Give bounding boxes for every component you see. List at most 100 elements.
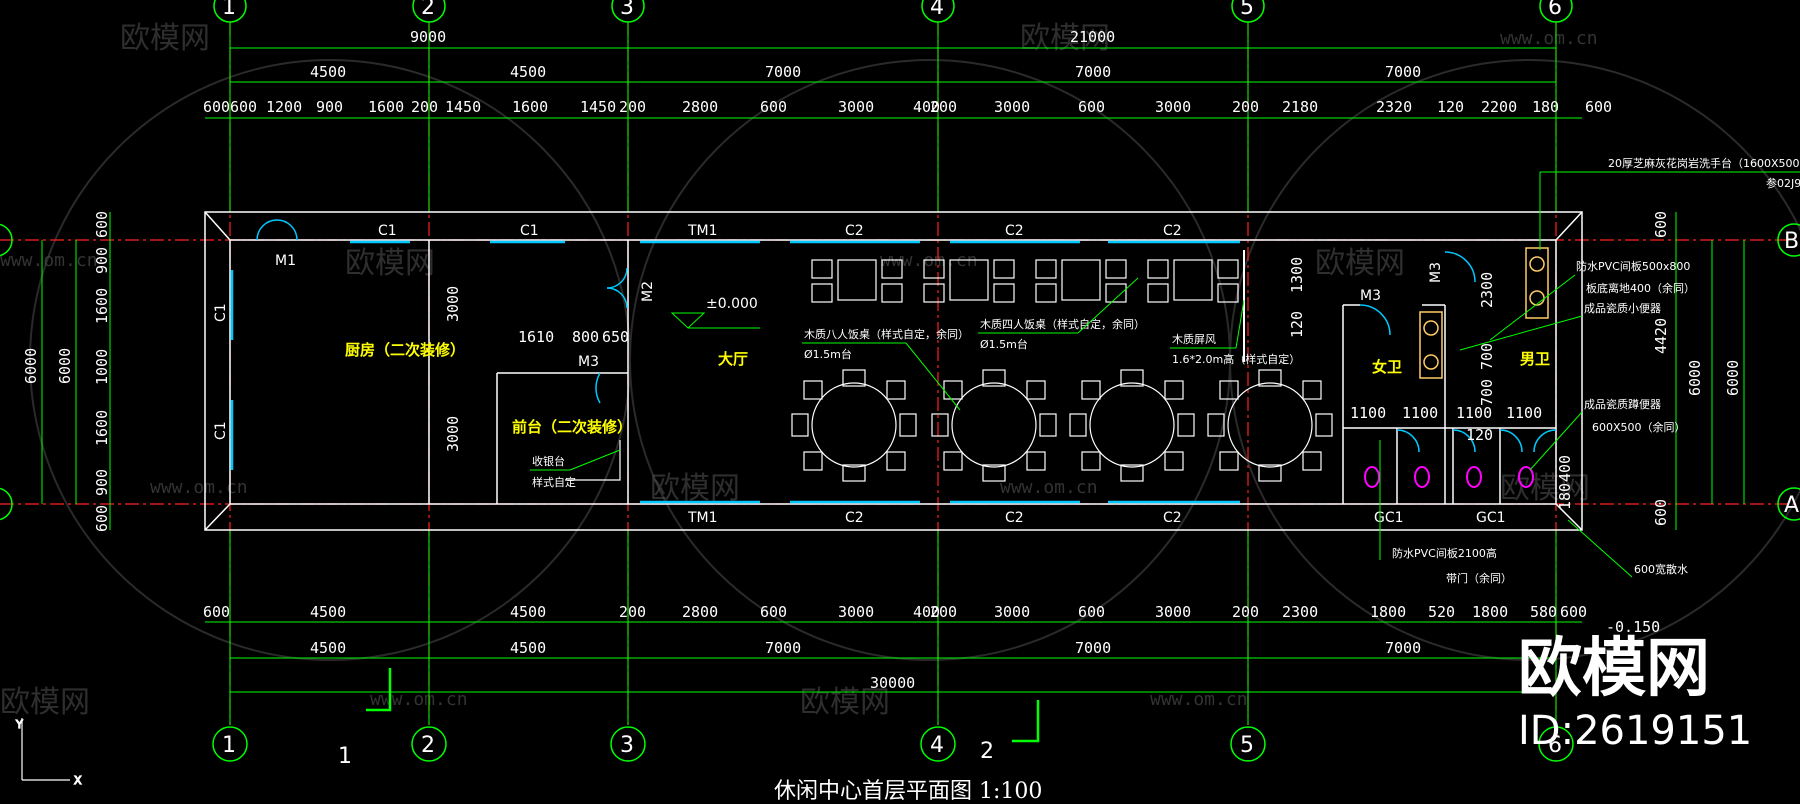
svg-text:1.6*2.0m高（样式自定）: 1.6*2.0m高（样式自定） — [1172, 352, 1300, 366]
watermark-brand: 欧模网 — [0, 685, 90, 720]
svg-text:C1: C1 — [213, 303, 229, 322]
svg-text:200: 200 — [930, 98, 957, 116]
svg-text:580: 580 — [1530, 603, 1557, 621]
svg-text:200: 200 — [619, 603, 646, 621]
brand-logo: 欧模网 — [1518, 632, 1710, 706]
svg-text:1450: 1450 — [580, 98, 616, 116]
svg-text:X: X — [74, 774, 82, 787]
svg-text:木质四人饭桌（样式自定，余同）: 木质四人饭桌（样式自定，余同） — [980, 317, 1145, 331]
svg-text:M3: M3 — [1360, 288, 1381, 304]
svg-text:GC1: GC1 — [1476, 510, 1506, 526]
svg-text:600: 600 — [1560, 603, 1587, 621]
svg-text:1100: 1100 — [1402, 404, 1438, 422]
basins — [1419, 247, 1549, 379]
svg-text:600: 600 — [1652, 211, 1670, 238]
svg-text:2200: 2200 — [1481, 98, 1517, 116]
svg-text:1100: 1100 — [1456, 404, 1492, 422]
axis-labels-bottom: 1 2 3 4 5 6 — [222, 733, 1562, 758]
svg-text:3000: 3000 — [994, 98, 1030, 116]
watermark-url: www.om.cn — [1150, 689, 1248, 710]
svg-text:带门（余同）: 带门（余同） — [1446, 571, 1512, 585]
svg-text:20厚芝麻灰花岗岩洗手台（1600X500，余: 20厚芝麻灰花岗岩洗手台（1600X500，余 — [1608, 156, 1800, 170]
svg-text:1800: 1800 — [1472, 603, 1508, 621]
svg-text:200: 200 — [1232, 603, 1259, 621]
svg-text:650: 650 — [602, 328, 629, 346]
svg-text:600: 600 — [1652, 499, 1670, 526]
dim-left-sub: 6000 — [56, 348, 74, 384]
svg-text:2300: 2300 — [1478, 272, 1496, 308]
windows — [230, 240, 1240, 504]
svg-text:1600: 1600 — [512, 98, 548, 116]
svg-text:6: 6 — [1548, 733, 1562, 758]
svg-text:900: 900 — [316, 98, 343, 116]
svg-text:600: 600 — [1078, 603, 1105, 621]
svg-text:600: 600 — [1078, 98, 1105, 116]
svg-text:C2: C2 — [845, 223, 864, 239]
watermark-brand: 欧模网 — [120, 21, 210, 56]
svg-text:C2: C2 — [1005, 510, 1024, 526]
svg-text:120: 120 — [1466, 426, 1493, 444]
svg-text:1450: 1450 — [445, 98, 481, 116]
axis-label-a: A — [1784, 493, 1799, 518]
svg-text:7000: 7000 — [765, 63, 801, 81]
building-outline — [204, 211, 1583, 531]
svg-text:4500: 4500 — [510, 63, 546, 81]
svg-text:1100: 1100 — [1506, 404, 1542, 422]
axis-bubbles-bottom — [212, 726, 1574, 762]
svg-text:700: 700 — [1478, 343, 1496, 370]
svg-text:防水PVC间板500x800: 防水PVC间板500x800 — [1576, 259, 1690, 273]
svg-text:C1: C1 — [378, 223, 397, 239]
svg-text:M3: M3 — [578, 354, 599, 370]
watermark-brand: 欧模网 — [800, 685, 890, 720]
bottom-detail-dims: 600 4500 4500 200 2800 600 3000 400 200 … — [203, 603, 1587, 621]
svg-text:600: 600 — [203, 603, 230, 621]
svg-text:600: 600 — [203, 98, 230, 116]
svg-text:C1: C1 — [520, 223, 539, 239]
svg-text:C2: C2 — [845, 510, 864, 526]
svg-text:成品瓷质蹲便器: 成品瓷质蹲便器 — [1584, 397, 1661, 411]
left-detail-dims: 600 900 1600 1000 1600 900 600 — [93, 211, 111, 532]
drawing-title: 休闲中心首层平面图 1:100 — [774, 779, 1042, 804]
brand-id: ID:2619151 — [1518, 708, 1752, 754]
watermark-brand: 欧模网 — [345, 246, 435, 281]
inner-dimensions: 3000 3000 1610 800 650 1300 120 2300 110… — [444, 257, 1574, 510]
svg-text:200: 200 — [411, 98, 438, 116]
svg-text:6: 6 — [1548, 0, 1562, 20]
svg-text:1600: 1600 — [93, 288, 111, 324]
svg-text:1: 1 — [222, 0, 236, 20]
room-front-desk: 前台（二次装修） — [512, 418, 632, 436]
svg-text:180: 180 — [1556, 483, 1574, 510]
svg-text:M3: M3 — [1428, 262, 1444, 283]
level-symbol — [670, 312, 760, 329]
svg-text:200: 200 — [619, 98, 646, 116]
svg-text:120: 120 — [1288, 311, 1306, 338]
doors — [256, 219, 1557, 453]
svg-text:4: 4 — [930, 733, 944, 758]
svg-text:600: 600 — [93, 505, 111, 532]
svg-text:3000: 3000 — [838, 603, 874, 621]
svg-text:800: 800 — [572, 328, 599, 346]
svg-text:120: 120 — [1437, 98, 1464, 116]
svg-text:GC1: GC1 — [1374, 510, 1404, 526]
svg-text:600宽散水: 600宽散水 — [1634, 562, 1688, 576]
bottom-bay-dims: 4500 4500 7000 7000 7000 — [310, 639, 1421, 657]
svg-text:M2: M2 — [640, 281, 656, 302]
svg-text:3000: 3000 — [994, 603, 1030, 621]
svg-text:600: 600 — [93, 211, 111, 238]
axis-labels-top: 1 2 3 4 5 6 — [222, 0, 1562, 20]
svg-text:2320: 2320 — [1376, 98, 1412, 116]
leader-lines — [530, 171, 1800, 578]
svg-text:1800: 1800 — [1370, 603, 1406, 621]
square-tables — [811, 259, 1239, 303]
svg-text:4500: 4500 — [310, 63, 346, 81]
svg-text:C1: C1 — [213, 421, 229, 440]
svg-text:1000: 1000 — [93, 349, 111, 385]
room-labels: 厨房（二次装修） 前台（二次装修） 大厅 女卫 男卫 ±0.000 — [345, 296, 1550, 436]
svg-text:木质八人饭桌（样式自定，余同）: 木质八人饭桌（样式自定，余同） — [804, 327, 969, 341]
svg-text:7000: 7000 — [765, 639, 801, 657]
level-mark: ±0.000 — [706, 296, 758, 312]
svg-text:900: 900 — [93, 469, 111, 496]
section-mark-1: 1 — [338, 744, 352, 769]
watermark-url: www.om.cn — [150, 477, 248, 498]
svg-text:200: 200 — [1232, 98, 1259, 116]
